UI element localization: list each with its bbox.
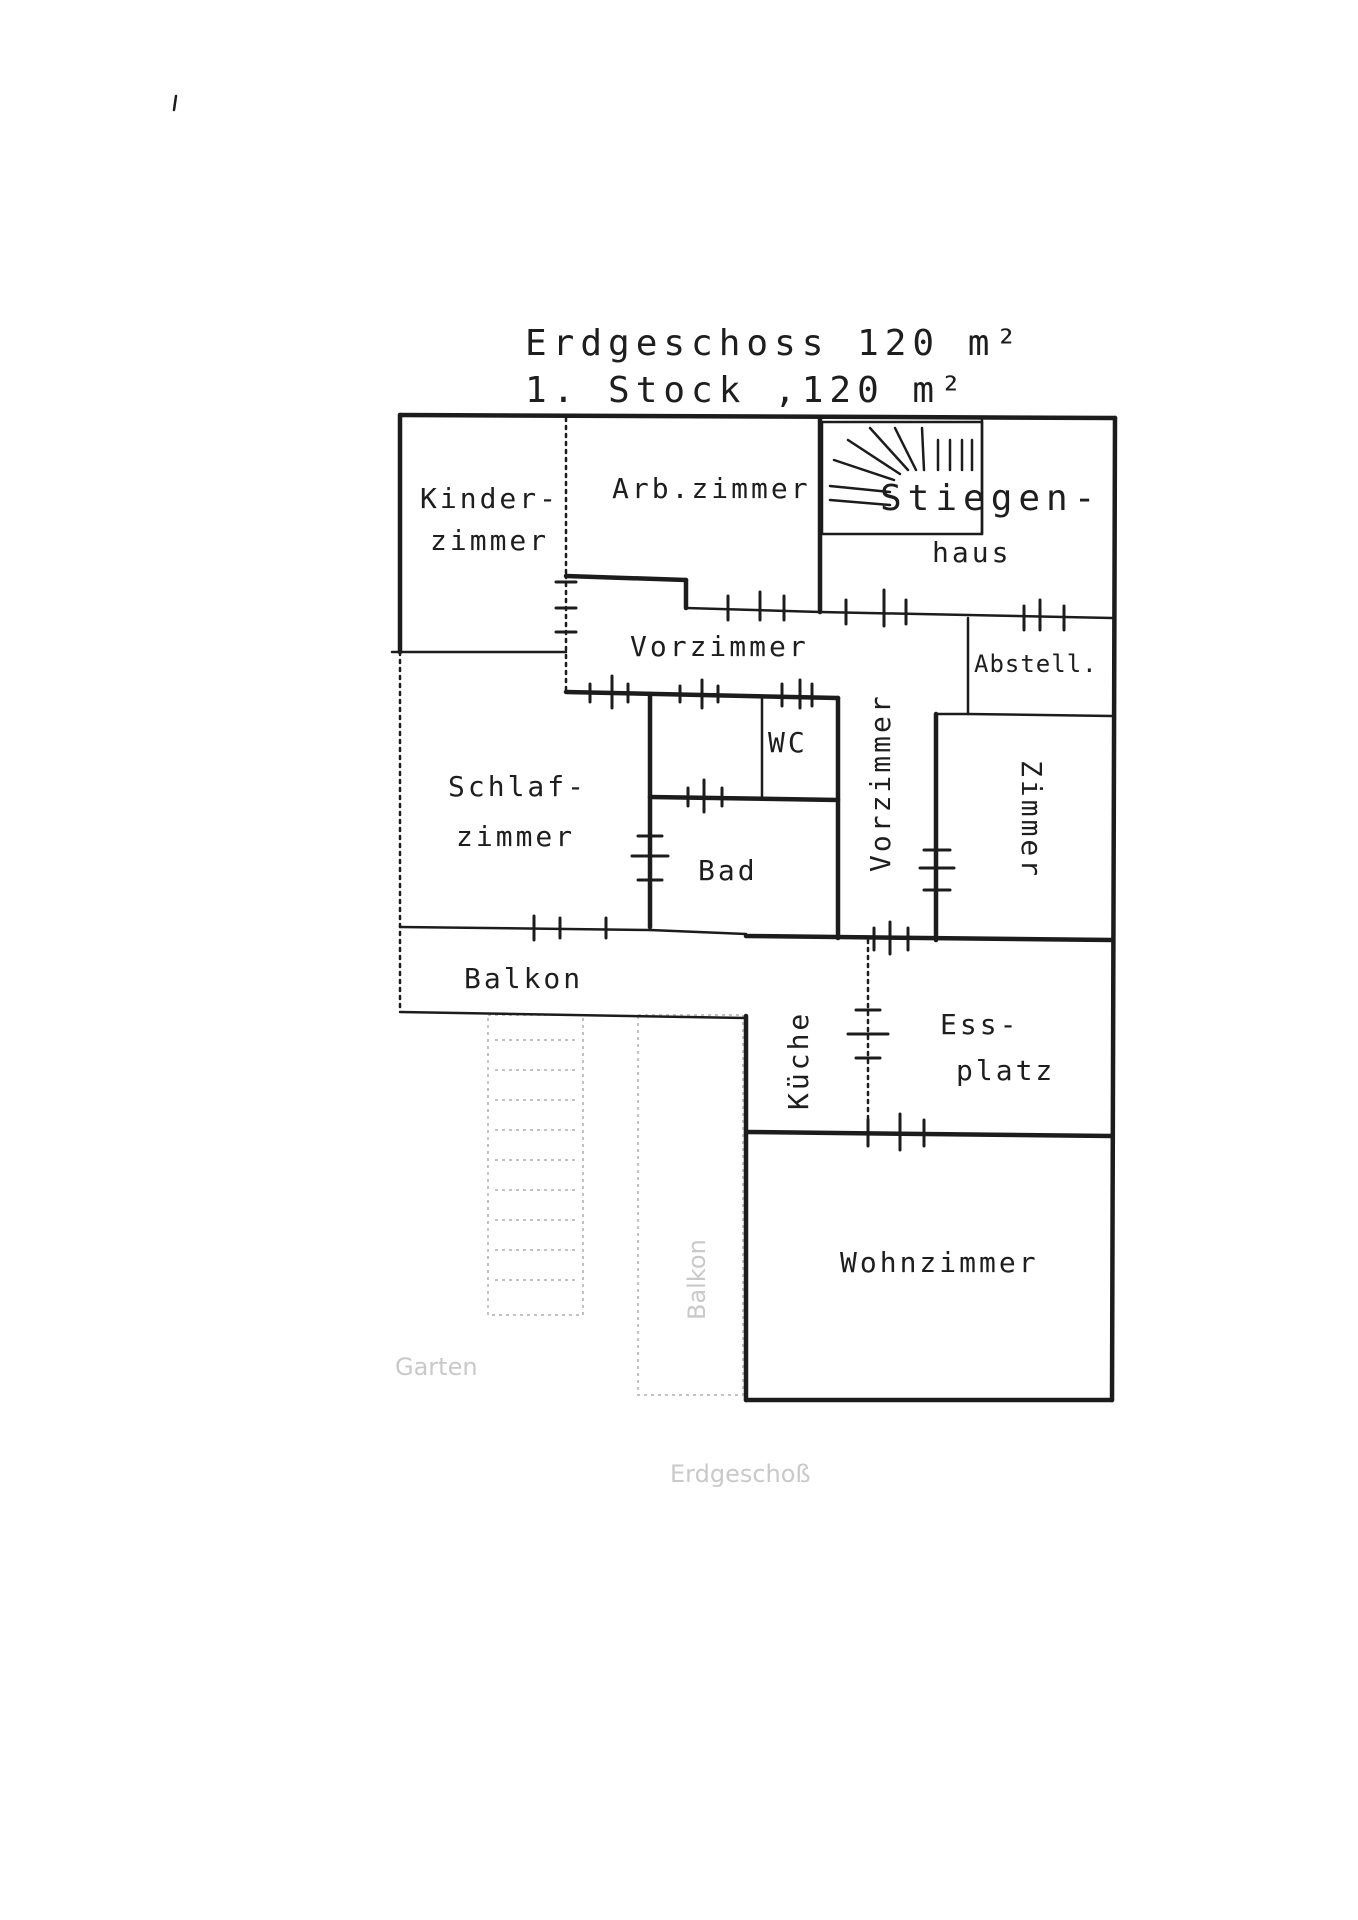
room-label-stiegenhaus-1: Stiegen- bbox=[880, 478, 1101, 519]
plan-title-line1: Erdgeschoss 120 m² bbox=[525, 323, 1023, 364]
faint-erdgeschoss-label: Erdgeschoß bbox=[670, 1460, 811, 1488]
stair-treads bbox=[828, 426, 974, 507]
room-label-schlafzimmer-1: Schlaf- bbox=[448, 770, 587, 803]
room-label-abstell: Abstell. bbox=[974, 650, 1098, 678]
room-label-stiegenhaus-2: haus bbox=[932, 536, 1011, 569]
exterior-walls bbox=[397, 412, 1118, 1403]
faint-stair-block bbox=[487, 1014, 584, 1316]
room-label-wohnzimmer: Wohnzimmer bbox=[840, 1246, 1039, 1279]
room-label-schlafzimmer-2: zimmer bbox=[456, 820, 575, 853]
room-label-essplatz-2: platz bbox=[956, 1054, 1055, 1087]
room-label-vorzimmer-vertical: Vorzimmer bbox=[864, 693, 897, 872]
room-label-kinderzimmer-1: Kinder- bbox=[420, 482, 559, 515]
room-label-bad: Bad bbox=[698, 854, 758, 887]
faint-background-sketch: Balkon Garten Erdgeschoß bbox=[395, 1014, 811, 1488]
door-marks bbox=[532, 580, 1066, 1152]
room-label-vorzimmer: Vorzimmer bbox=[630, 630, 809, 663]
room-label-kueche: Küche bbox=[782, 1011, 815, 1110]
faint-garten-label: Garten bbox=[395, 1353, 478, 1381]
interior-walls bbox=[390, 415, 1115, 1139]
plan-title-line2: 1. Stock ,120 m² bbox=[525, 370, 968, 411]
room-label-balkon: Balkon bbox=[464, 962, 583, 995]
room-labels: Kinder- zimmer Arb.zimmer Stiegen- haus … bbox=[420, 472, 1101, 1279]
room-label-arbeitszimmer: Arb.zimmer bbox=[612, 472, 811, 505]
faint-balkon-label: Balkon bbox=[683, 1239, 711, 1320]
room-label-kinderzimmer-2: zimmer bbox=[430, 524, 549, 557]
stray-mark bbox=[172, 94, 178, 112]
room-label-zimmer: Zimmer bbox=[1015, 760, 1048, 879]
room-label-wc: WC bbox=[768, 726, 808, 759]
faint-balkon-strip bbox=[637, 1014, 744, 1396]
room-label-essplatz-1: Ess- bbox=[940, 1008, 1019, 1041]
